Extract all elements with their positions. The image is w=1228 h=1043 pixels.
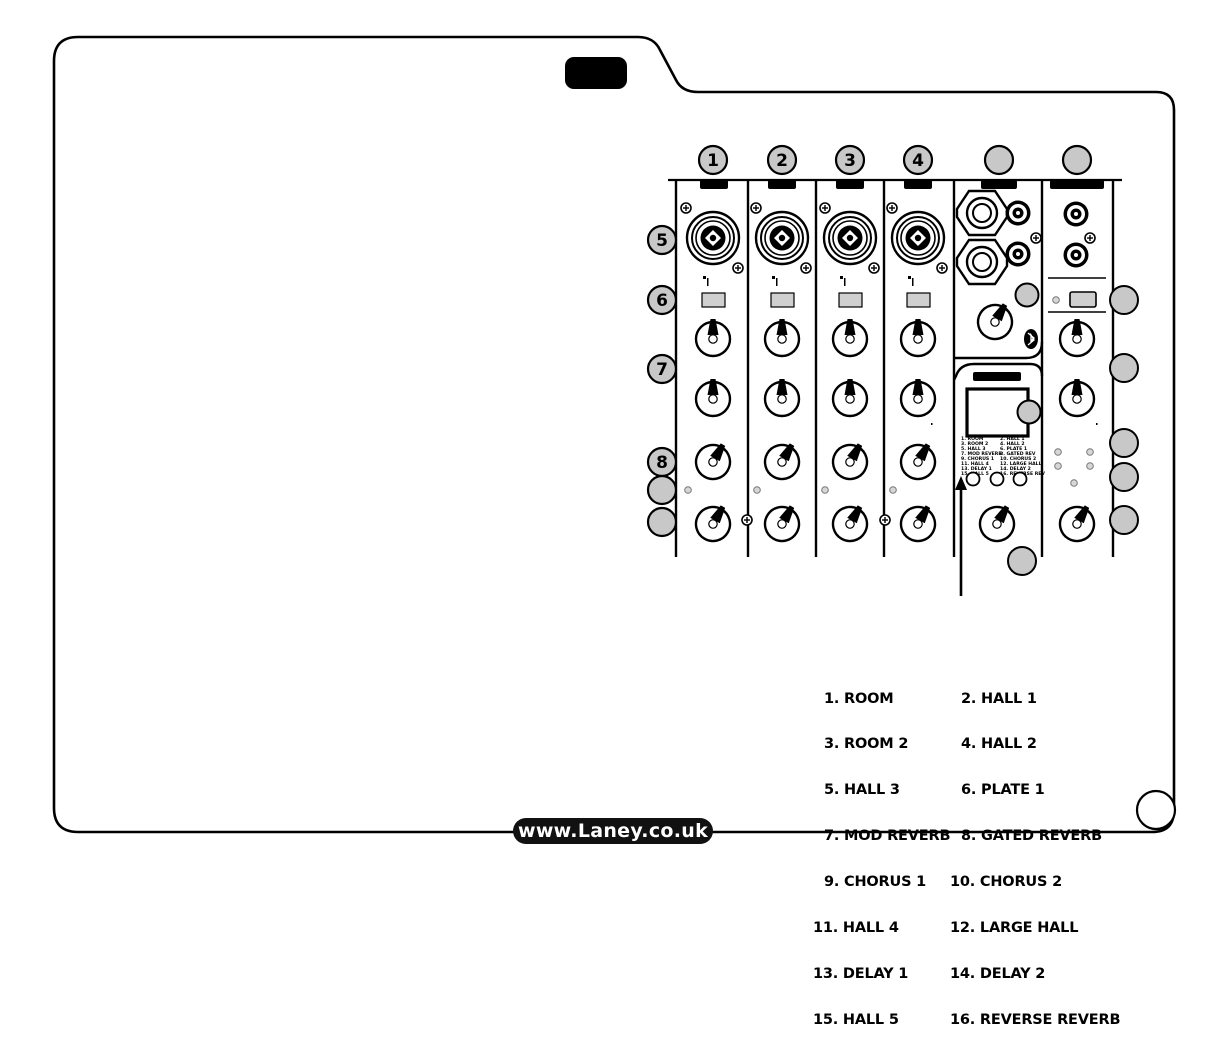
channel-number-2: 2 [776,151,788,171]
svg-text:2. HALL 1: 2. HALL 1 [1000,436,1025,442]
svg-text:10. CHORUS 2: 10. CHORUS 2 [1000,456,1036,462]
row-callout-6: 6 [656,291,668,311]
svg-text:11. HALL 4: 11. HALL 4 [961,461,989,467]
effects-header-label [973,372,1021,381]
mixer-diagram: 1 2 3 4 [52,35,1177,834]
svg-text:9. CHORUS 1: 9. CHORUS 1 [961,456,994,462]
channel-callout-5 [983,144,1015,176]
row-callout-8: 8 [656,453,668,473]
channel-number-3: 3 [844,151,856,171]
effect-item: 12. LARGE HALL [950,920,1079,937]
effect-item: 15. HALL 5 [813,1011,899,1028]
effects-buttons [965,471,1028,487]
effects-display-callout [1016,399,1042,425]
svg-text:12. LARGE HALL: 12. LARGE HALL [1000,461,1042,467]
effect-item: 10. CHORUS 2 [950,874,1062,891]
channel-number-4: 4 [912,151,924,171]
aux-callout [1014,282,1040,308]
effect-item: 8. GATED REVERB [961,828,1102,845]
channel-callout-1 [697,144,729,176]
effect-item: 13. DELAY 1 [813,965,909,982]
right-callouts [1109,285,1139,535]
effects-list-right: 2. HALL 1 4. HALL 2 6. PLATE 1 8. GATED … [950,661,1121,1043]
svg-text:8. GATED REV: 8. GATED REV [1000,451,1036,457]
row-callout-7: 7 [656,360,668,380]
effect-item: 1. ROOM [824,690,894,707]
effects-section-outline [952,362,1044,381]
effect-item: 2. HALL 1 [961,690,1037,707]
svg-text:3. ROOM 2: 3. ROOM 2 [961,441,988,447]
effects-list-left: 1. ROOM 3. ROOM 2 5. HALL 3 7. MOD REVER… [812,661,951,1043]
svg-text:6. PLATE 1: 6. PLATE 1 [1000,446,1027,452]
effects-callout-bottom [1007,546,1037,576]
aux-section-outline [954,341,1044,360]
svg-text:7. MOD REVERB: 7. MOD REVERB [961,451,1002,457]
channel-number-1: 1 [707,151,719,171]
effect-item: 9. CHORUS 1 [824,874,927,891]
master-section [1048,201,1106,313]
switch-marks [703,276,914,286]
svg-text:14. DELAY 2: 14. DELAY 2 [1000,466,1031,472]
channel-callout-2 [766,144,798,176]
svg-text:5. HALL 3: 5. HALL 3 [961,446,986,452]
effect-item: 4. HALL 2 [961,736,1037,753]
svg-text:1. ROOM: 1. ROOM [961,436,984,442]
effect-item: 11. HALL 4 [813,920,899,937]
effect-item: 3. ROOM 2 [824,736,909,753]
effect-item: 7. MOD REVERB [824,828,951,845]
channel-header-labels [700,180,1104,189]
page-number-circle [1135,789,1177,831]
svg-text:13. DELAY 1: 13. DELAY 1 [961,466,992,472]
effect-item: 14. DELAY 2 [950,965,1046,982]
channel-callout-6 [1061,144,1093,176]
manual-page: 1 2 3 4 [52,35,1177,1028]
effect-item: 6. PLATE 1 [961,782,1045,799]
effects-arrow [955,476,967,596]
page-tab-badge [565,57,627,89]
effect-item: 5. HALL 3 [824,782,900,799]
channel-callout-3 [834,144,866,176]
channel-buttons [701,292,931,308]
row-callouts [646,224,678,538]
effect-item: 16. REVERSE REVERB [950,1011,1121,1028]
svg-text:4. HALL 2: 4. HALL 2 [1000,441,1025,447]
channel-number-callouts [697,144,1093,176]
channel-callout-4 [902,144,934,176]
footer-url[interactable]: www.Laney.co.uk [513,818,713,844]
bluetooth-icon [1024,329,1038,349]
row-callout-5: 5 [656,231,668,251]
